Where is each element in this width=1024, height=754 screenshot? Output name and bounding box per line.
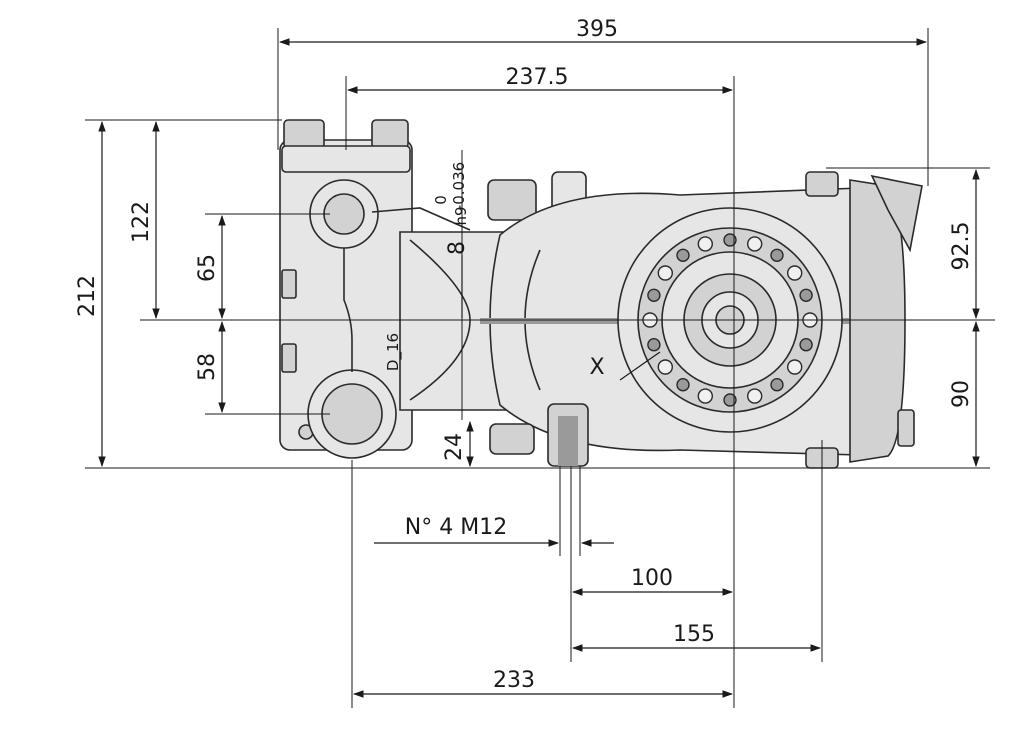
flange-bolt <box>787 359 803 375</box>
flange-bolt <box>647 288 661 302</box>
label-24: 24 <box>442 433 467 461</box>
flange-bolt <box>676 248 690 263</box>
label-233: 233 <box>493 668 535 693</box>
extension-lines <box>85 28 995 708</box>
label-90: 90 <box>949 380 974 408</box>
flange-bolt <box>723 233 737 247</box>
flange-bolt <box>657 359 673 375</box>
label-bore: D_16 <box>384 333 403 371</box>
flange-bolt <box>723 393 737 407</box>
flange-bolts <box>642 233 818 407</box>
label-155: 155 <box>673 622 715 647</box>
flange-bolt <box>697 236 713 252</box>
label-view-marker: X <box>589 355 604 380</box>
label-92-5: 92.5 <box>949 222 974 271</box>
label-237-5: 237.5 <box>506 65 569 90</box>
flange-bolt <box>770 248 784 263</box>
flange-bolt <box>697 388 713 404</box>
label-tol-upper: 0 <box>432 195 450 205</box>
label-shaft-tol: h9 <box>452 206 470 225</box>
label-shaft-key: 8 <box>445 241 470 255</box>
flange-bolt <box>787 265 803 281</box>
label-65: 65 <box>195 254 220 282</box>
flange-bolt <box>747 388 763 404</box>
flange-bolt <box>647 338 661 352</box>
label-holes: N° 4 M12 <box>405 515 507 540</box>
pump-body <box>279 119 923 469</box>
label-122: 122 <box>129 201 154 243</box>
flange-bolt <box>676 378 690 392</box>
flange-bolt <box>799 338 813 352</box>
label-58: 58 <box>195 353 220 381</box>
label-100: 100 <box>631 566 673 591</box>
flange-bolt <box>770 378 784 392</box>
dimension-labels: 395 237.5 212 122 65 58 24 92.5 90 N° 4 … <box>75 17 974 693</box>
label-395: 395 <box>576 17 618 42</box>
label-tol-lower: -0.036 <box>450 162 468 210</box>
flange-bolt <box>657 265 673 281</box>
dimension-lines <box>98 38 980 698</box>
flange-bolt <box>799 288 813 302</box>
flange-bolt <box>747 236 763 252</box>
label-212: 212 <box>75 275 100 317</box>
